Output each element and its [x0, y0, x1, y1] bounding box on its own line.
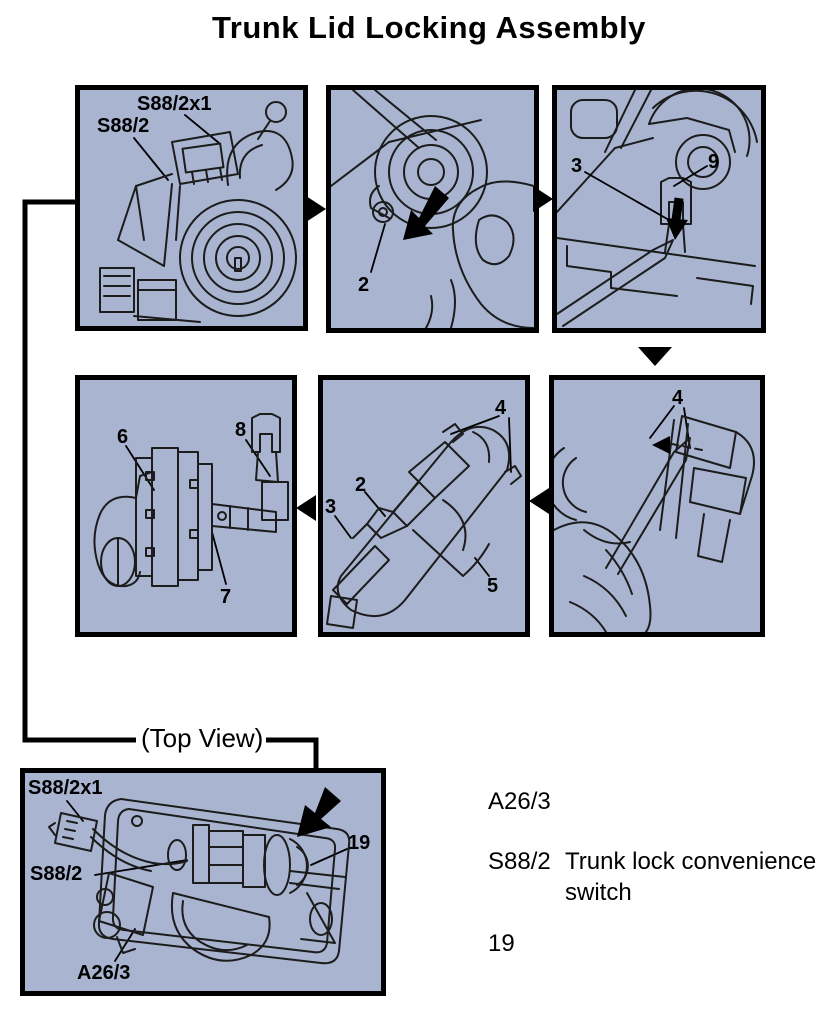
- callout-a26-3: A26/3: [77, 962, 131, 984]
- legend-item-s88-2: S88/2 Trunk lock convenience switch: [488, 846, 820, 908]
- panel-release-fork-illustration: [557, 90, 758, 327]
- panel-lock-housing-illustration: [326, 415, 522, 629]
- legend-item-a26-3: A26/3: [488, 786, 820, 817]
- flow-arrow-left-icon: [529, 488, 549, 514]
- panel-cylinder-side-view: 6 8 7: [75, 375, 297, 637]
- top-view-caption: (Top View): [138, 723, 267, 753]
- panel-top-view-illustration: [48, 787, 351, 965]
- panel-cylinder-side-view-illustration: [93, 413, 289, 588]
- panel-lock-assembly: S88/2x1 S88/2: [75, 85, 308, 331]
- flow-arrow-down-icon: [638, 347, 672, 366]
- flow-arrow-left-icon: [296, 495, 316, 521]
- panel-release-fork: 3 9: [552, 85, 766, 333]
- legend-code: 19: [488, 930, 515, 957]
- callout-2: 2: [355, 474, 367, 496]
- panel-press-detent-illustration: [331, 90, 534, 328]
- callout-s88-2: S88/2: [30, 863, 83, 885]
- callout-4: 4: [495, 397, 507, 419]
- panel-lock-housing: 4 2 3 5: [318, 375, 530, 637]
- callout-6: 6: [117, 426, 129, 448]
- callout-s88-2x1: S88/2x1: [28, 777, 103, 799]
- page-title: Trunk Lid Locking Assembly: [212, 10, 646, 45]
- callout-s88-2x1: S88/2x1: [137, 93, 212, 115]
- callout-3: 3: [571, 155, 583, 177]
- flow-arrow-right-icon: [533, 186, 553, 212]
- legend-item-19: 19: [488, 928, 820, 959]
- callout-4: 4: [672, 387, 684, 409]
- legend-description: Trunk lock convenience switch: [565, 848, 817, 906]
- callout-3: 3: [325, 496, 337, 518]
- flow-arrow-right-icon: [306, 196, 326, 222]
- panel-release-clips-illustration: [554, 405, 755, 632]
- callout-8: 8: [235, 419, 247, 441]
- callout-s88-2: S88/2: [97, 115, 150, 137]
- panel-release-clips: 4: [549, 375, 765, 637]
- callout-7: 7: [220, 586, 232, 608]
- callout-19: 19: [348, 832, 371, 854]
- panel-press-detent: 2: [326, 85, 539, 333]
- callout-5: 5: [487, 575, 499, 597]
- panel-top-view: S88/2x1 S88/2 A26/3 19: [20, 768, 386, 996]
- legend-code: S88/2: [488, 848, 551, 875]
- legend-code: A26/3: [488, 788, 551, 815]
- callout-9: 9: [708, 151, 720, 173]
- panel-lock-assembly-illustration: [99, 101, 297, 323]
- callout-2: 2: [358, 274, 370, 296]
